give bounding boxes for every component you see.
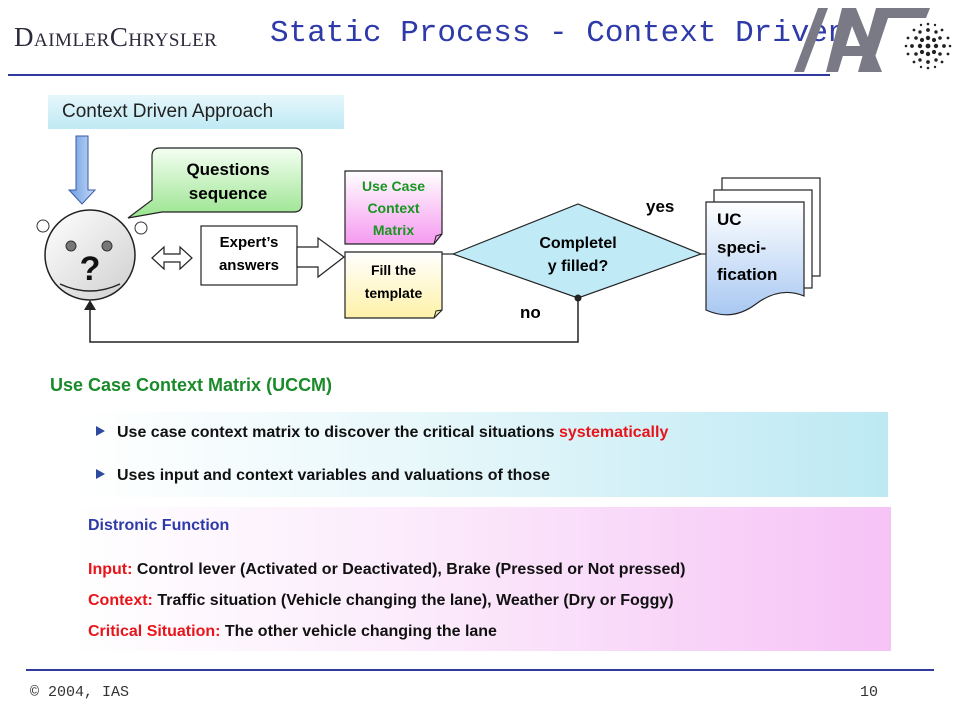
- distronic-input: Input: Control lever (Activated or Deact…: [88, 561, 686, 578]
- distronic-critical: Critical Situation: The other vehicle ch…: [88, 623, 497, 640]
- answers-arrow: [296, 236, 346, 279]
- header-divider: [8, 74, 830, 76]
- matrix-line-3: Matrix: [372, 222, 415, 238]
- approach-down-arrow: [67, 135, 97, 205]
- page-number: 10: [860, 684, 879, 701]
- distronic-title: Distronic Function: [88, 517, 230, 534]
- dot-sphere-icon: [903, 21, 953, 71]
- feedback-loop-line: [89, 298, 579, 343]
- uccm-bullet-1: Use case context matrix to discover the …: [96, 424, 668, 442]
- approach-banner: [48, 95, 344, 129]
- matrix-card: [344, 170, 443, 245]
- double-arrow-icon: [151, 245, 193, 271]
- footer-copyright: © 2004, IAS: [30, 684, 130, 701]
- template-line-2: template: [364, 285, 423, 301]
- questions-bubble: [127, 147, 303, 219]
- no-label: no: [520, 303, 541, 322]
- answers-line-2: answers: [218, 257, 280, 274]
- distronic-context: Context: Traffic situation (Vehicle chan…: [88, 592, 674, 609]
- decision-line-1: Completel: [539, 235, 617, 252]
- footer-divider: [26, 669, 934, 671]
- spec-line-2: speci-: [717, 238, 767, 257]
- bullet-arrow-icon: [96, 469, 105, 479]
- template-card: [344, 251, 443, 319]
- spec-line-3: fication: [717, 265, 778, 284]
- answers-line-1: Expert’s: [219, 234, 279, 251]
- page-title: Static Process - Context Driven: [270, 16, 847, 51]
- brand-logo-text: DaimlerChrysler: [14, 22, 218, 52]
- face-question-mark: ?: [79, 250, 101, 288]
- uc-spec-doc: [705, 201, 805, 316]
- uccm-bullet-band: [80, 412, 888, 497]
- answers-box: [200, 225, 298, 286]
- bullet-arrow-icon: [96, 426, 105, 436]
- ias-logo: [794, 8, 953, 72]
- distronic-band: [76, 507, 891, 651]
- template-line-1: Fill the: [370, 262, 417, 278]
- decision-line-2: y filled?: [547, 258, 609, 275]
- questions-line-2: sequence: [188, 184, 268, 203]
- matrix-line-2: Context: [367, 200, 420, 216]
- questions-line-1: Questions: [186, 160, 270, 179]
- spec-line-1: UC: [717, 210, 742, 229]
- matrix-line-1: Use Case: [361, 178, 426, 194]
- yes-label: yes: [646, 197, 675, 216]
- uccm-title: Use Case Context Matrix (UCCM): [50, 375, 333, 395]
- approach-label: Context Driven Approach: [62, 101, 274, 122]
- uccm-bullet-2: Uses input and context variables and val…: [96, 467, 550, 485]
- process-diagram: [36, 135, 821, 343]
